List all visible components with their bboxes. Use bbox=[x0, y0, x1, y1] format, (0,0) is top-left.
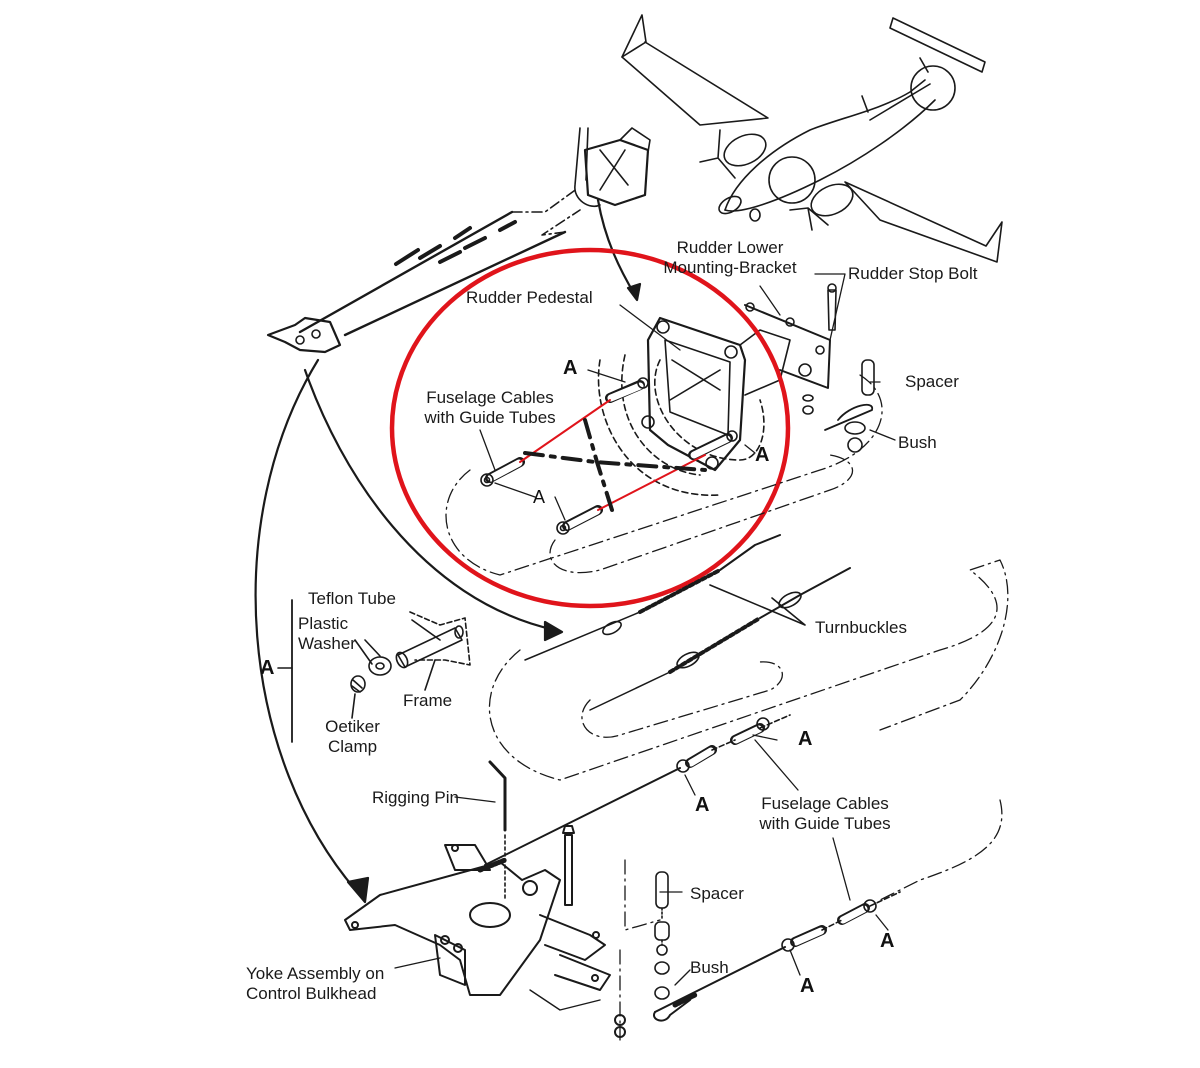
label-plastic-washer: Plastic Washer bbox=[298, 614, 356, 653]
label-spacer-upper: Spacer bbox=[905, 372, 959, 391]
yoke-assembly bbox=[344, 825, 626, 1038]
callout-a: A bbox=[563, 357, 578, 379]
cable-envelopes bbox=[445, 374, 1009, 1041]
upper-cable-run bbox=[266, 187, 581, 354]
callout-a: A bbox=[880, 930, 895, 952]
label-turnbuckles: Turnbuckles bbox=[815, 618, 907, 637]
highlighted-cables bbox=[519, 399, 706, 511]
label-detail-a: A bbox=[260, 657, 275, 679]
detail-a-drawing bbox=[277, 599, 471, 743]
label-fuselage-cables-upper: Fuselage Cables with Guide Tubes bbox=[424, 388, 556, 427]
lower-guide-tubes bbox=[477, 714, 901, 1022]
rigging-pin bbox=[488, 760, 507, 901]
label-rudder-lower-mounting-bracket: Rudder Lower Mounting-Bracket bbox=[663, 238, 797, 277]
aircraft-overview-icon bbox=[621, 14, 1003, 263]
label-fuselage-cables-lower: Fuselage Cables with Guide Tubes bbox=[759, 794, 891, 833]
pedestal-motion-arcs bbox=[597, 354, 765, 496]
callout-a: A bbox=[800, 975, 815, 997]
rudder-pedestal bbox=[641, 283, 837, 472]
callout-a: A bbox=[695, 794, 710, 816]
label-oetiker-clamp: Oetiker Clamp bbox=[325, 717, 380, 756]
callout-a: A bbox=[755, 444, 770, 466]
leader-lines bbox=[394, 273, 896, 986]
callout-a: A bbox=[533, 487, 546, 507]
label-rigging-pin: Rigging Pin bbox=[372, 788, 459, 807]
label-bush-lower: Bush bbox=[690, 958, 729, 977]
forward-pedal-assembly bbox=[574, 127, 651, 207]
callout-a: A bbox=[798, 728, 813, 750]
label-rudder-stop-bolt: Rudder Stop Bolt bbox=[848, 264, 978, 283]
label-rudder-pedestal: Rudder Pedestal bbox=[466, 288, 593, 307]
highlight-circle bbox=[389, 247, 791, 609]
cable-crossing bbox=[523, 418, 707, 512]
turnbuckles-drawing bbox=[524, 534, 851, 711]
label-yoke-assembly: Yoke Assembly on Control Bulkhead bbox=[246, 964, 385, 1003]
label-frame: Frame bbox=[403, 691, 453, 710]
label-bush-upper: Bush bbox=[898, 433, 937, 452]
lower-spacer-bush-stack bbox=[654, 871, 670, 1000]
label-teflon-tube: Teflon Tube bbox=[308, 589, 396, 608]
label-spacer-lower: Spacer bbox=[690, 884, 744, 903]
upper-spacer-bush-stack bbox=[824, 359, 875, 453]
upper-guide-tubes bbox=[480, 377, 738, 535]
